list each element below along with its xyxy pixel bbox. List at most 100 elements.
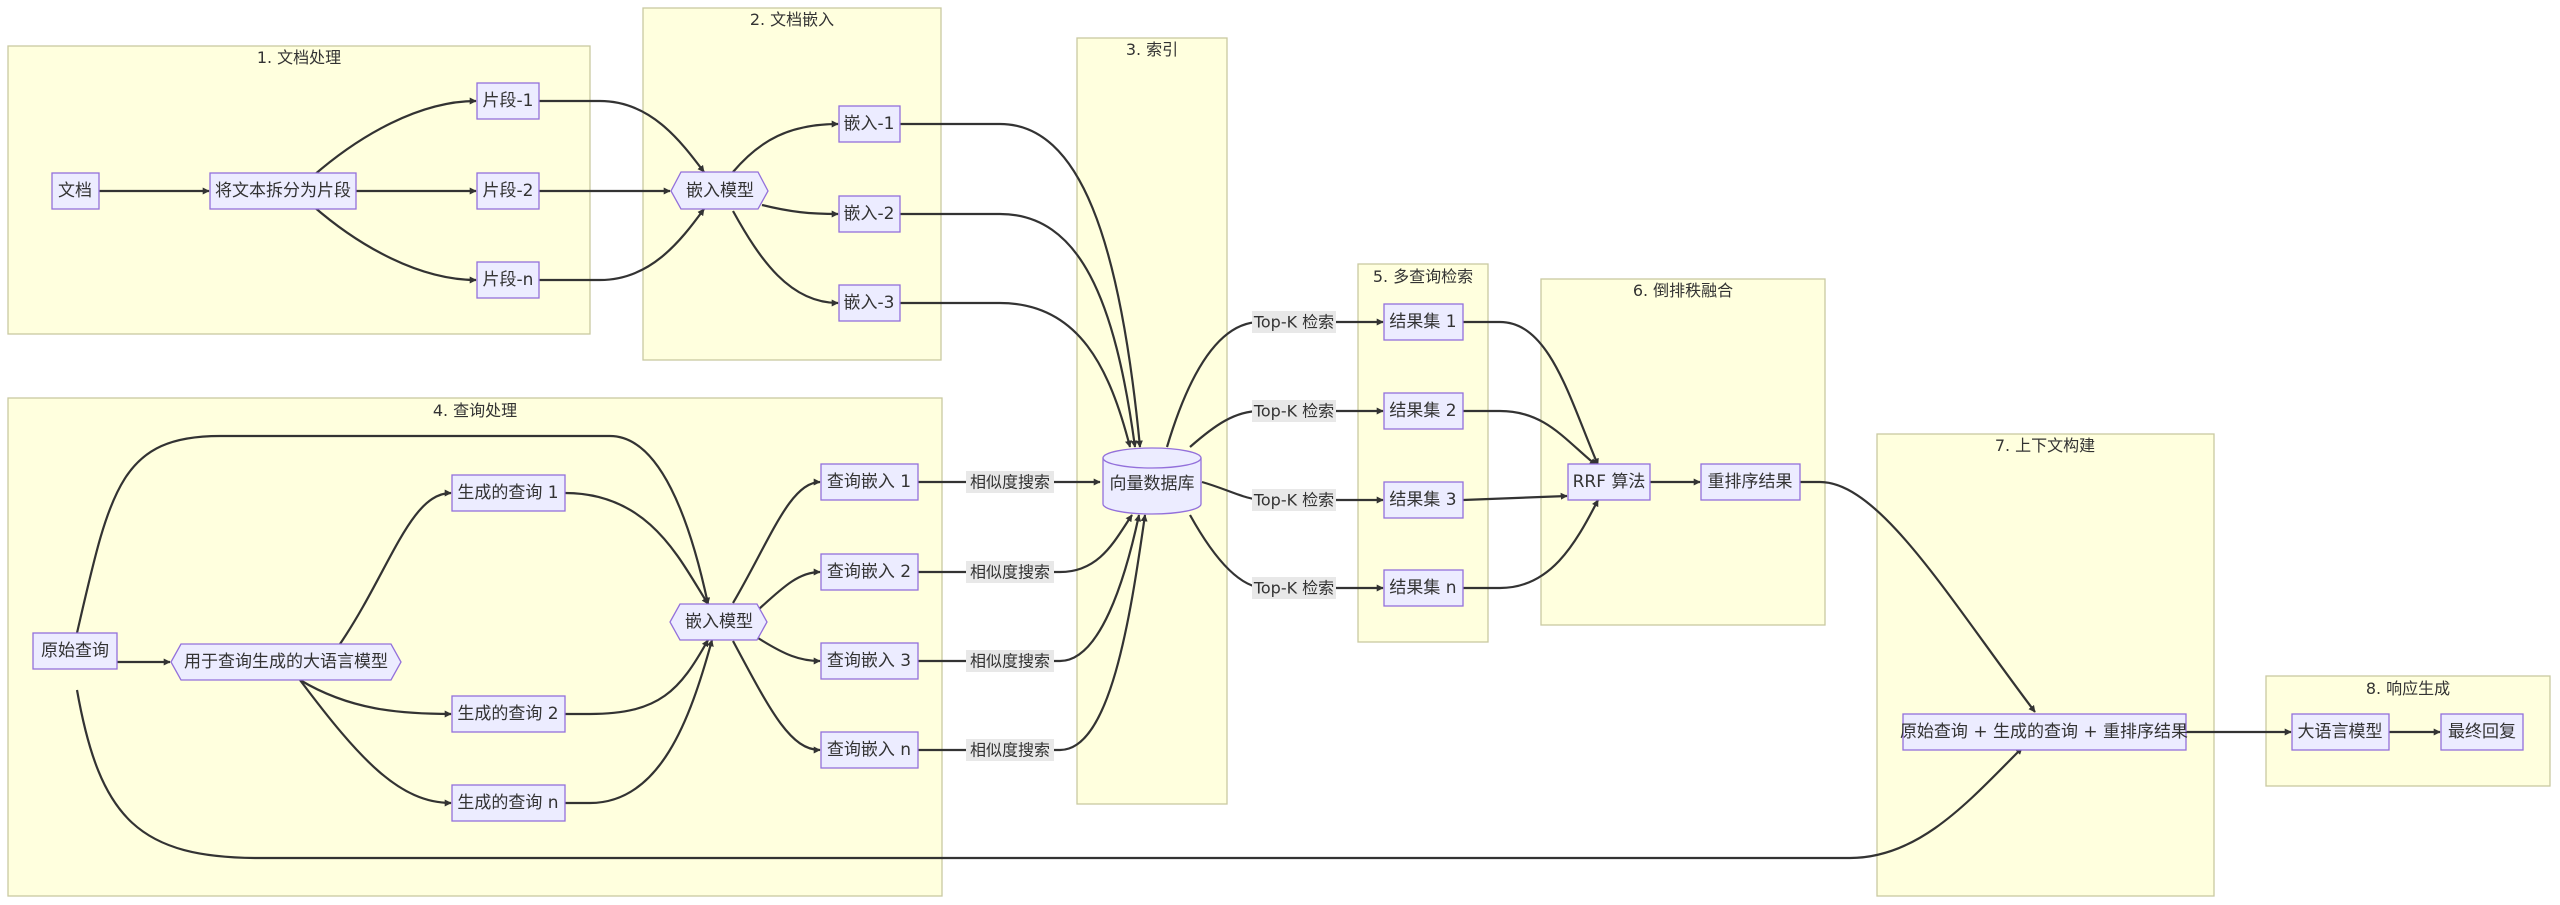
edge-label-similarity-n: 相似度搜索	[966, 739, 1054, 761]
svg-text:重排序结果: 重排序结果	[1708, 472, 1793, 492]
edge-label-topk-1: Top-K 检索	[1252, 311, 1336, 333]
node-query-embed-3[interactable]: 查询嵌入 3	[820, 642, 919, 680]
svg-text:查询嵌入 1: 查询嵌入 1	[827, 472, 911, 492]
svg-text:RRF 算法: RRF 算法	[1573, 472, 1646, 492]
svg-text:嵌入-2: 嵌入-2	[844, 204, 895, 224]
svg-text:嵌入模型: 嵌入模型	[686, 181, 754, 201]
cluster-response-generation-title: 8. 响应生成	[2366, 679, 2450, 698]
edge-labels: 相似度搜索 相似度搜索 相似度搜索 相似度搜索 Top-K 检索 Top-K 检…	[966, 311, 1336, 761]
node-query-embed-2[interactable]: 查询嵌入 2	[820, 553, 919, 591]
svg-text:结果集 3: 结果集 3	[1389, 490, 1456, 510]
cluster-indexing: 3. 索引	[1076, 37, 1228, 805]
svg-text:片段-1: 片段-1	[483, 91, 534, 111]
edge-embedmodel-qembed1	[732, 478, 821, 604]
svg-text:生成的查询 1: 生成的查询 1	[457, 483, 558, 503]
node-chunk-n[interactable]: 片段-n	[476, 261, 540, 299]
cluster-doc-processing-title: 1. 文档处理	[257, 48, 341, 67]
node-gen-query-1[interactable]: 生成的查询 1	[451, 474, 566, 512]
edge-chunk1-embedmodel	[539, 99, 705, 173]
node-vector-db[interactable]: 向量数据库	[1102, 447, 1202, 515]
node-reranked-results[interactable]: 重排序结果	[1700, 463, 1801, 501]
svg-text:生成的查询 2: 生成的查询 2	[457, 704, 558, 724]
edge-split-chunkn	[312, 205, 477, 284]
edge-embedmodel-embed3	[732, 210, 839, 307]
svg-text:Top-K 检索: Top-K 检索	[1253, 313, 1334, 332]
edge-result3-rrf	[1462, 492, 1568, 502]
node-rrf-algorithm[interactable]: RRF 算法	[1567, 463, 1651, 501]
edge-label-topk-3: Top-K 检索	[1252, 489, 1336, 511]
edge-embedmodel-qembedn	[732, 640, 821, 754]
svg-text:查询嵌入 3: 查询嵌入 3	[827, 651, 911, 671]
svg-text:大语言模型: 大语言模型	[2298, 722, 2383, 742]
edge-origquery-context	[75, 689, 2023, 860]
edge-gen1-embedmodel	[564, 491, 709, 605]
edge-queryllm-genn	[299, 679, 452, 807]
edge-qembedn-vectordb	[918, 514, 1148, 752]
edge-label-topk-2: Top-K 检索	[1252, 400, 1336, 422]
svg-text:查询嵌入 2: 查询嵌入 2	[827, 562, 911, 582]
svg-text:结果集 n: 结果集 n	[1389, 578, 1456, 598]
node-result-set-3[interactable]: 结果集 3	[1383, 481, 1464, 519]
edge-embed1-vectordb	[900, 122, 1143, 448]
svg-text:向量数据库: 向量数据库	[1110, 474, 1195, 494]
node-embedding-model-query[interactable]: 嵌入模型	[669, 603, 768, 641]
cluster-rrf: 6. 倒排秩融合	[1540, 278, 1826, 626]
svg-text:将文本拆分为片段: 将文本拆分为片段	[215, 181, 351, 201]
node-embed-2[interactable]: 嵌入-2	[838, 195, 901, 233]
edge-label-similarity-2: 相似度搜索	[966, 561, 1054, 583]
node-original-query[interactable]: 原始查询	[32, 632, 118, 670]
svg-text:片段-n: 片段-n	[483, 270, 534, 290]
svg-text:Top-K 检索: Top-K 检索	[1253, 402, 1334, 421]
edge-embedmodel-embed2	[761, 203, 839, 218]
svg-text:片段-2: 片段-2	[483, 181, 534, 201]
node-result-set-2[interactable]: 结果集 2	[1383, 392, 1464, 430]
edge-embedmodel-embed1	[732, 120, 839, 173]
node-llm[interactable]: 大语言模型	[2291, 713, 2390, 751]
node-query-embed-1[interactable]: 查询嵌入 1	[820, 463, 919, 501]
svg-text:结果集 2: 结果集 2	[1389, 401, 1456, 421]
node-document[interactable]: 文档	[51, 172, 100, 210]
node-embed-1[interactable]: 嵌入-1	[838, 105, 901, 143]
edge-qembed3-vectordb	[918, 514, 1142, 663]
edge-genn-embedmodel	[565, 639, 714, 805]
edge-resultn-rrf	[1463, 499, 1599, 590]
svg-text:原始查询 + 生成的查询 + 重排序结果: 原始查询 + 生成的查询 + 重排序结果	[1900, 722, 2188, 742]
edge-label-topk-n: Top-K 检索	[1252, 577, 1336, 599]
edge-reranked-context	[1800, 480, 2036, 713]
node-gen-query-2[interactable]: 生成的查询 2	[451, 695, 566, 733]
cluster-rrf-title: 6. 倒排秩融合	[1633, 281, 1733, 300]
node-query-llm[interactable]: 用于查询生成的大语言模型	[170, 643, 402, 681]
node-split-text[interactable]: 将文本拆分为片段	[209, 172, 357, 210]
svg-text:相似度搜索: 相似度搜索	[970, 473, 1050, 492]
edges	[75, 97, 2441, 860]
svg-text:结果集 1: 结果集 1	[1389, 312, 1456, 332]
node-gen-query-n[interactable]: 生成的查询 n	[451, 784, 566, 822]
cluster-indexing-title: 3. 索引	[1126, 40, 1178, 59]
edge-embedmodel-qembed2	[757, 568, 821, 611]
svg-text:最终回复: 最终回复	[2448, 722, 2516, 742]
node-query-embed-n[interactable]: 查询嵌入 n	[820, 731, 919, 769]
node-final-answer[interactable]: 最终回复	[2440, 713, 2524, 751]
svg-text:Top-K 检索: Top-K 检索	[1253, 491, 1334, 510]
node-chunk-2[interactable]: 片段-2	[476, 172, 540, 210]
svg-text:查询嵌入 n: 查询嵌入 n	[827, 740, 911, 760]
node-embedding-model-doc[interactable]: 嵌入模型	[670, 171, 769, 210]
cluster-query-processing-title: 4. 查询处理	[433, 401, 517, 420]
node-result-set-1[interactable]: 结果集 1	[1383, 303, 1464, 341]
edge-embed3-vectordb	[900, 301, 1132, 448]
svg-text:相似度搜索: 相似度搜索	[970, 563, 1050, 582]
svg-text:用于查询生成的大语言模型: 用于查询生成的大语言模型	[184, 652, 388, 672]
node-chunk-1[interactable]: 片段-1	[476, 82, 540, 120]
node-embed-3[interactable]: 嵌入-3	[838, 284, 901, 322]
cluster-multi-query-retrieval-title: 5. 多查询检索	[1373, 267, 1473, 286]
svg-text:相似度搜索: 相似度搜索	[970, 741, 1050, 760]
svg-text:文档: 文档	[58, 181, 92, 201]
node-combined-context[interactable]: 原始查询 + 生成的查询 + 重排序结果	[1900, 713, 2188, 751]
edge-label-similarity-1: 相似度搜索	[966, 471, 1054, 493]
node-result-set-n[interactable]: 结果集 n	[1383, 569, 1464, 607]
svg-text:Top-K 检索: Top-K 检索	[1253, 579, 1334, 598]
edge-queryllm-gen1	[339, 489, 452, 645]
edge-result2-rrf	[1463, 409, 1597, 466]
cluster-doc-embedding-title: 2. 文档嵌入	[750, 10, 834, 29]
